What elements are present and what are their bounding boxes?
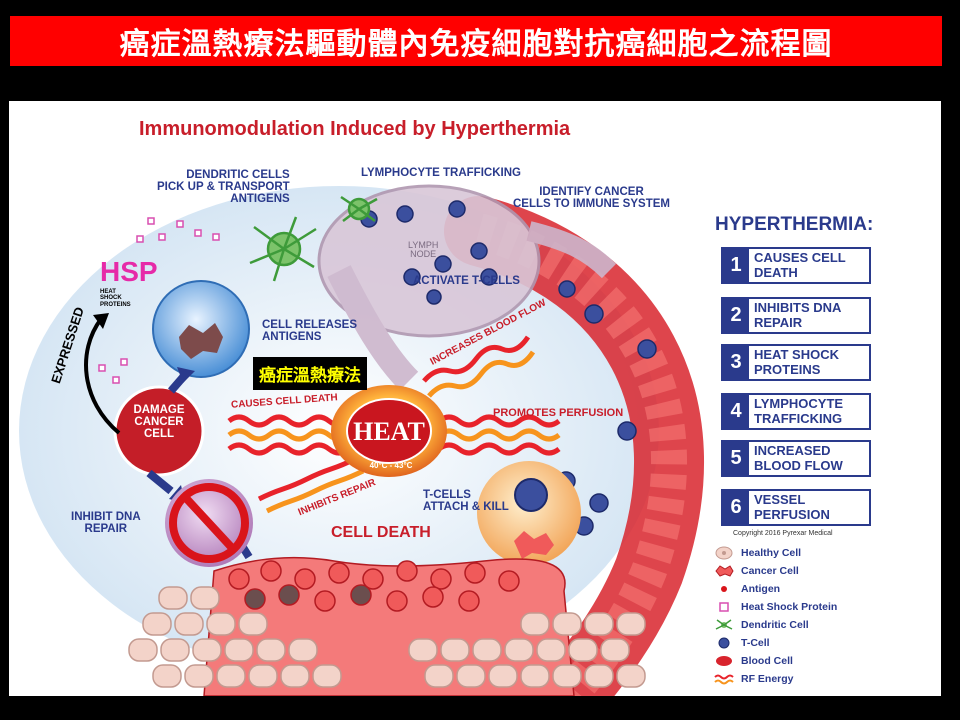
label-tcells-attach: T-CELLS ATTACH & KILL — [423, 489, 509, 514]
label-damage: DAMAGE CANCER CELL — [133, 404, 185, 441]
legend-item: T-Cell — [713, 635, 770, 651]
t-cell-icon — [718, 637, 730, 649]
callout-box: 癌症溫熱療法 — [253, 357, 367, 390]
legend-item: Healthy Cell — [713, 545, 801, 561]
heat-waves — [227, 335, 561, 514]
legend-item: Antigen — [713, 581, 780, 597]
label-inhibit-dna: INHIBIT DNA REPAIR — [71, 511, 141, 536]
heat-shock-protein-icon — [719, 602, 729, 612]
label-identify: IDENTIFY CANCER CELLS TO IMMUNE SYSTEM — [513, 186, 670, 211]
diagram-title: Immunomodulation Induced by Hyperthermia — [139, 118, 571, 140]
heat-shock-protein-dots — [98, 217, 220, 384]
dendritic-cells — [249, 195, 378, 282]
label-hsp: HSP — [100, 256, 158, 287]
legend-item: Cancer Cell — [713, 563, 799, 579]
vessel-t-cells — [556, 280, 657, 536]
item-number: 4 — [723, 395, 749, 428]
item-text: VESSEL PERFUSION — [754, 492, 830, 522]
blood-cell-icon — [716, 656, 732, 666]
hyperthermia-item: 3 HEAT SHOCK PROTEINS — [721, 344, 871, 381]
antigen-icon — [721, 586, 727, 592]
label-lymph-node: LYMPH NODE — [408, 240, 439, 260]
cancer-cell-icon — [715, 565, 734, 577]
hyperthermia-item: 6 VESSEL PERFUSION — [721, 489, 871, 526]
label-lymph-traffic: LYMPHOCYTE TRAFFICKING — [361, 167, 521, 179]
dendritic-cell-icon — [715, 619, 733, 630]
item-number: 6 — [723, 491, 749, 524]
item-text: LYMPHOCYTE TRAFFICKING — [754, 396, 844, 426]
lymph-t-cells — [360, 200, 498, 305]
legend-label: T-Cell — [741, 637, 770, 649]
legend-label: Blood Cell — [741, 655, 793, 667]
item-text: HEAT SHOCK PROTEINS — [754, 347, 839, 377]
healthy-cell-icon — [715, 546, 733, 560]
item-number: 5 — [723, 442, 749, 475]
title-banner: 癌症溫熱療法驅動體內免疫細胞對抗癌細胞之流程圖 — [10, 16, 942, 66]
tcell-attach-disc — [477, 461, 581, 565]
item-number: 3 — [723, 346, 749, 379]
label-cell-death: CELL DEATH — [331, 524, 431, 541]
arrow-expressed — [84, 317, 121, 435]
callout-text: 癌症溫熱療法 — [259, 366, 361, 386]
item-text: CAUSES CELL DEATH — [754, 250, 846, 280]
label-promotes: PROMOTES PERFUSION — [493, 407, 624, 419]
legend-item: Blood Cell — [713, 653, 793, 669]
legend-item: Heat Shock Protein — [713, 599, 837, 615]
legend-label: Dendritic Cell — [741, 619, 809, 631]
hyperthermia-item: 4 LYMPHOCYTE TRAFFICKING — [721, 393, 871, 430]
diagram-graphics — [19, 184, 704, 696]
hyperthermia-item: 5 INCREASED BLOOD FLOW — [721, 440, 871, 477]
rf-energy-icon — [714, 674, 734, 685]
legend-item: RF Energy — [713, 671, 794, 687]
legend-label: Healthy Cell — [741, 547, 802, 559]
antigen-release-cell — [152, 280, 250, 378]
banner-title: 癌症溫熱療法驅動體內免疫細胞對抗癌細胞之流程圖 — [119, 27, 833, 62]
hyperthermia-item: 2 INHIBITS DNA REPAIR — [721, 297, 871, 334]
label-release: CELL RELEASES ANTIGENS — [262, 319, 357, 344]
legend-label: Heat Shock Protein — [741, 601, 838, 613]
item-number: 2 — [723, 299, 749, 332]
legend-item: Dendritic Cell — [713, 617, 809, 633]
hyperthermia-item: 1 CAUSES CELL DEATH — [721, 247, 871, 284]
copyright: Copyright 2016 Pyrexar Medical — [733, 530, 833, 537]
label-hsp-sub: HEAT SHOCK PROTEINS — [100, 289, 131, 308]
arrow-damage-to-inhibit — [146, 469, 174, 495]
item-text: INHIBITS DNA REPAIR — [754, 300, 842, 330]
legend-label: Cancer Cell — [741, 565, 799, 577]
legend-label: Antigen — [741, 583, 781, 595]
item-text: INCREASED BLOOD FLOW — [754, 443, 843, 473]
label-dendritic: DENDRITIC CELLS PICK UP & TRANSPORT ANTI… — [157, 169, 290, 206]
item-number: 1 — [723, 249, 749, 282]
label-temp: 40°C - 43°C — [369, 461, 413, 470]
label-activate: ACTIVATE T-CELLS — [413, 275, 520, 287]
hyperthermia-heading: HYPERTHERMIA: — [715, 214, 874, 235]
legend-label: RF Energy — [741, 673, 794, 685]
diagram-panel: Immunomodulation Induced by Hyperthermia… — [9, 101, 941, 696]
healthy-tissue — [128, 586, 646, 688]
label-heat: HEAT — [353, 417, 425, 446]
